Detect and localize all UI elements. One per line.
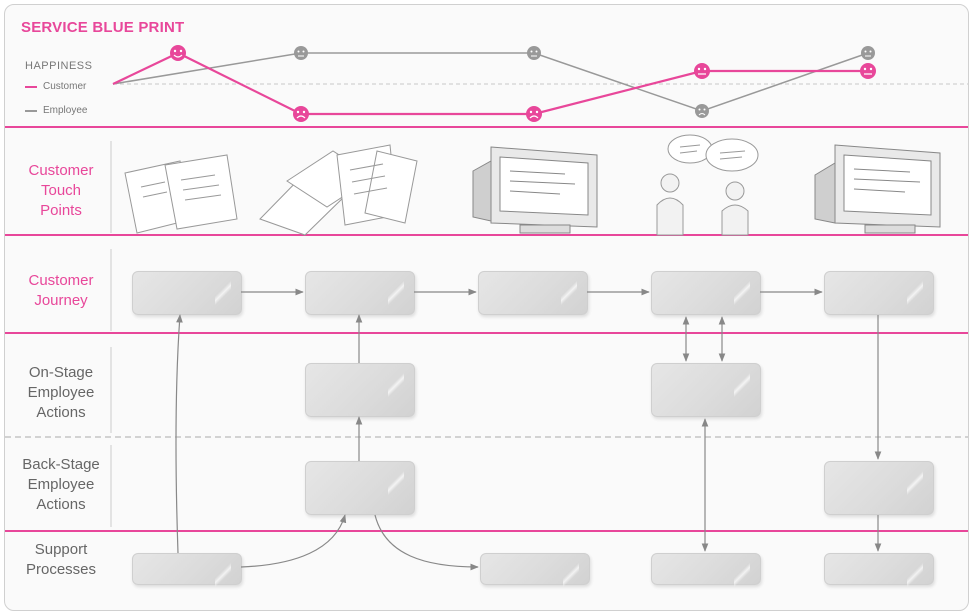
- back-stage-action-1[interactable]: [305, 461, 415, 515]
- computer-icon: [814, 144, 941, 234]
- employee-face-1: [294, 46, 308, 60]
- support-process-1[interactable]: [132, 553, 242, 590]
- customer-face-4: [694, 63, 710, 79]
- journey-step-3[interactable]: [478, 271, 588, 315]
- legend-customer-label: Customer: [43, 81, 87, 92]
- employee-face-2: [527, 46, 541, 60]
- legend-employee-label: Employee: [43, 105, 88, 116]
- page-title: SERVICE BLUE PRINT: [21, 19, 185, 36]
- employee-swatch: [25, 109, 37, 112]
- legend-heading: HAPPINESS: [25, 60, 93, 72]
- support-process-4[interactable]: [824, 553, 934, 590]
- blueprint-frame: SERVICE BLUE PRINT HAPPINESS Customer Em…: [4, 4, 969, 611]
- customer-face-3: [526, 106, 542, 122]
- computer-icon: [472, 146, 598, 234]
- journey-step-5[interactable]: [824, 271, 934, 315]
- customer-face-1: [170, 45, 186, 61]
- diagram-lines: [5, 45, 968, 571]
- on-stage-action-2[interactable]: [651, 363, 761, 417]
- support-process-2[interactable]: [480, 553, 590, 590]
- customer-swatch: [25, 85, 37, 88]
- legend-employee: Employee: [25, 105, 87, 116]
- people-talking-icon: [656, 134, 759, 236]
- journey-step-2[interactable]: [305, 271, 415, 315]
- journey-step-1[interactable]: [132, 271, 242, 315]
- back-stage-action-2[interactable]: [824, 461, 934, 515]
- employee-face-4: [861, 46, 875, 60]
- documents-icon: [124, 154, 238, 234]
- support-process-3[interactable]: [651, 553, 761, 590]
- customer-face-2: [293, 106, 309, 122]
- employee-face-3: [695, 104, 709, 118]
- employee-line: [112, 52, 869, 112]
- customer-face-5: [860, 63, 876, 79]
- journey-step-4[interactable]: [651, 271, 761, 315]
- legend-customer: Customer: [25, 81, 86, 92]
- customer-line: [112, 51, 868, 116]
- reports-icon: [259, 144, 418, 236]
